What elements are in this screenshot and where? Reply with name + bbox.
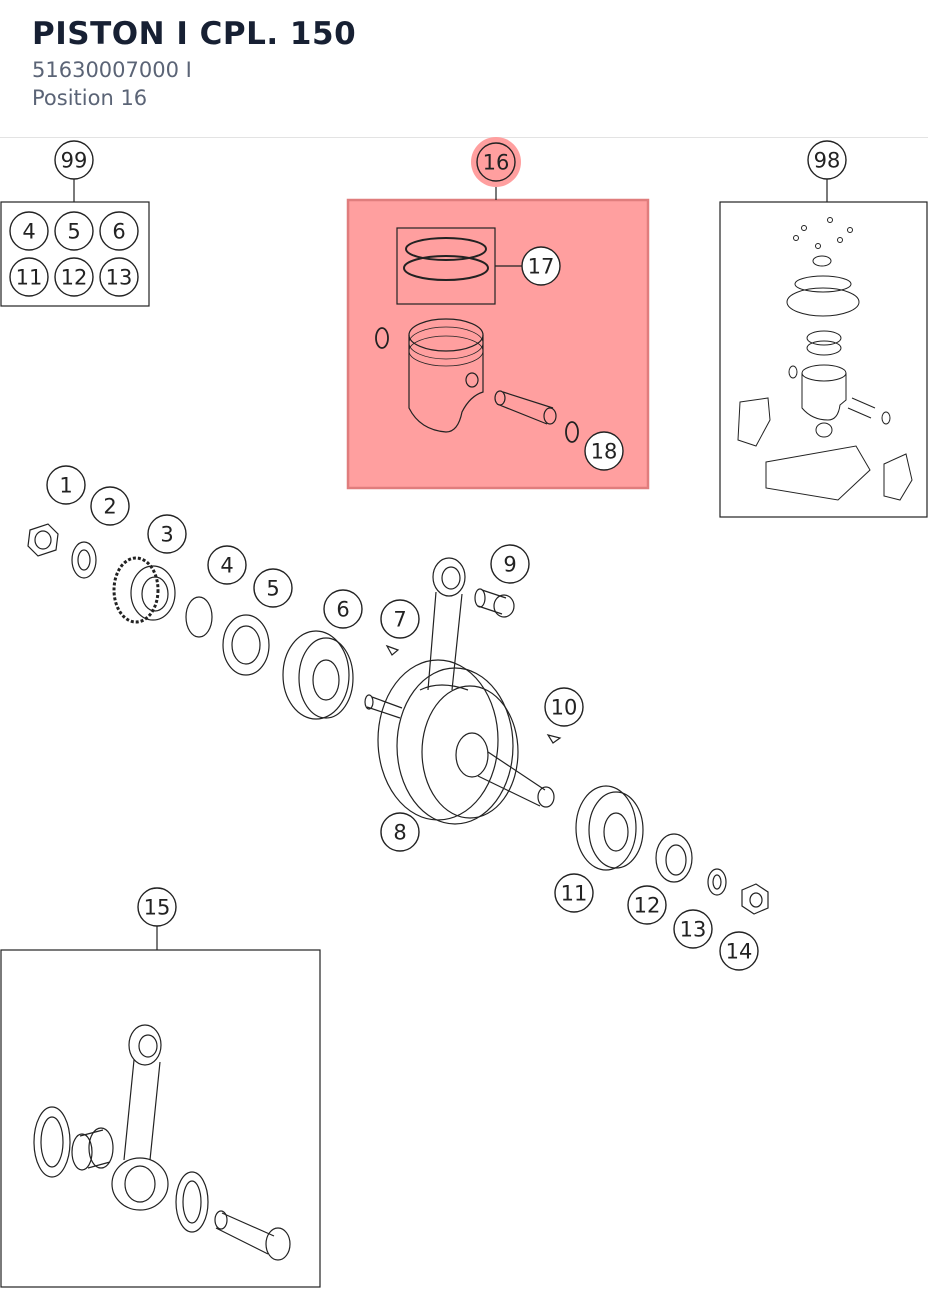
callout-label: 9 xyxy=(503,553,516,577)
callout-18[interactable]: 18 xyxy=(584,431,624,471)
bearing-9 xyxy=(474,588,515,618)
callout-12[interactable]: 12 xyxy=(54,257,94,297)
nut-left xyxy=(27,523,59,557)
callout-label: 11 xyxy=(16,266,43,290)
callout-label: 17 xyxy=(528,255,555,279)
callout-label: 12 xyxy=(61,266,88,290)
key-10 xyxy=(546,734,562,744)
header: PISTON I CPL. 150 51630007000 I Position… xyxy=(0,0,928,138)
callout-99[interactable]: 99 xyxy=(54,140,94,180)
callout-8[interactable]: 8 xyxy=(380,812,420,852)
piston xyxy=(408,318,484,433)
left-shaft-parts xyxy=(27,523,400,720)
callout-3[interactable]: 3 xyxy=(147,514,187,554)
position-label: Position 16 xyxy=(32,86,148,110)
callout-label: 4 xyxy=(220,554,233,578)
bearing-11 xyxy=(575,785,644,871)
callout-label: 6 xyxy=(112,220,125,244)
callout-13[interactable]: 13 xyxy=(673,909,713,949)
callout-label: 3 xyxy=(160,523,173,547)
callout-6[interactable]: 6 xyxy=(323,589,363,629)
callout-10[interactable]: 10 xyxy=(544,687,584,727)
callout-2[interactable]: 2 xyxy=(90,486,130,526)
conrod xyxy=(419,557,469,691)
callout-16[interactable]: 16 xyxy=(471,137,521,187)
key-7 xyxy=(385,644,400,656)
page-title: PISTON I CPL. 150 xyxy=(32,16,357,52)
callout-4[interactable]: 4 xyxy=(9,211,49,251)
nut-14 xyxy=(741,883,769,915)
callout-label: 2 xyxy=(103,495,116,519)
bearing-6 xyxy=(282,630,354,720)
callout-11[interactable]: 11 xyxy=(9,257,49,297)
callout-label: 5 xyxy=(67,220,80,244)
o-ring-4 xyxy=(185,596,213,638)
callout-13[interactable]: 13 xyxy=(99,257,139,297)
callout-14[interactable]: 14 xyxy=(719,931,759,971)
callout-4[interactable]: 4 xyxy=(207,545,247,585)
conrod-kit-15-box xyxy=(0,926,321,1288)
callout-label: 12 xyxy=(634,894,661,918)
callout-6[interactable]: 6 xyxy=(99,211,139,251)
callout-15[interactable]: 15 xyxy=(137,887,177,927)
callout-label: 10 xyxy=(551,696,578,720)
part-number: 51630007000 I xyxy=(32,58,192,82)
callout-label: 13 xyxy=(106,266,133,290)
callout-label: 16 xyxy=(483,151,510,175)
callout-7[interactable]: 7 xyxy=(380,599,420,639)
piston-pin xyxy=(494,390,557,425)
callout-1[interactable]: 1 xyxy=(46,465,86,505)
callout-9[interactable]: 9 xyxy=(490,544,530,584)
washer-left xyxy=(71,541,97,579)
gear-3 xyxy=(112,556,176,624)
callout-label: 4 xyxy=(22,220,35,244)
callout-label: 6 xyxy=(336,598,349,622)
callout-17[interactable]: 17 xyxy=(521,246,561,286)
callout-5[interactable]: 5 xyxy=(54,211,94,251)
callout-98[interactable]: 98 xyxy=(807,140,847,180)
callout-12[interactable]: 12 xyxy=(627,885,667,925)
callout-label: 11 xyxy=(561,882,588,906)
kit-99-box xyxy=(0,178,150,307)
circlip xyxy=(375,327,389,349)
washer-13 xyxy=(707,868,727,896)
callout-label: 5 xyxy=(266,577,279,601)
callout-label: 7 xyxy=(393,608,406,632)
callout-label: 8 xyxy=(393,821,406,845)
callout-label: 13 xyxy=(680,918,707,942)
seal-5 xyxy=(222,614,270,676)
callout-label: 99 xyxy=(61,149,88,173)
callout-label: 15 xyxy=(144,896,171,920)
circlip xyxy=(565,421,579,443)
callout-label: 14 xyxy=(726,940,753,964)
callout-label: 18 xyxy=(591,440,618,464)
callout-label: 98 xyxy=(814,149,841,173)
gasket-kit-98-box xyxy=(719,178,928,518)
callout-label: 1 xyxy=(59,474,72,498)
right-shaft-parts xyxy=(575,785,769,915)
callout-5[interactable]: 5 xyxy=(253,568,293,608)
callout-11[interactable]: 11 xyxy=(554,873,594,913)
seal-12 xyxy=(655,833,693,883)
crankshaft-8 xyxy=(364,557,555,825)
